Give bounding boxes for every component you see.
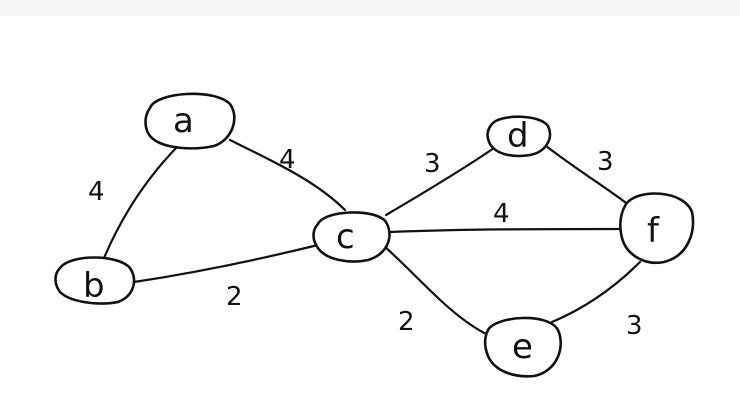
edge-d-f	[544, 144, 632, 208]
edge-e-f	[550, 260, 642, 324]
edge-c-f	[388, 227, 625, 234]
weights-layer: 4 4 2 3 4 2 3 3	[88, 145, 643, 341]
node-c: c	[312, 211, 391, 263]
node-d-label: d	[507, 116, 529, 156]
node-e-circle	[483, 316, 563, 378]
weight-c-d: 3	[424, 149, 441, 179]
node-f: f	[619, 192, 695, 265]
node-d: d	[486, 115, 552, 158]
node-b-circle	[54, 256, 136, 305]
edge-c-e	[382, 244, 490, 337]
node-c-label: c	[336, 217, 355, 257]
node-e-label: e	[512, 327, 533, 367]
node-b: b	[54, 256, 136, 306]
node-f-circle	[619, 192, 695, 265]
edge-c-d	[384, 146, 496, 217]
node-d-circle	[486, 115, 552, 158]
top-band	[0, 0, 740, 16]
weight-c-f: 4	[493, 199, 510, 229]
node-c-circle	[312, 211, 391, 263]
weight-d-f: 3	[597, 147, 614, 177]
node-e: e	[483, 316, 563, 378]
node-a: a	[144, 92, 236, 150]
weight-a-c: 4	[279, 145, 296, 175]
node-a-label: a	[173, 101, 194, 141]
weight-e-f: 3	[626, 311, 643, 341]
weight-b-c: 2	[226, 282, 243, 312]
edges-layer	[102, 138, 642, 337]
node-a-circle	[144, 92, 236, 150]
weight-c-e: 2	[398, 307, 415, 337]
edge-a-c	[228, 138, 347, 212]
edge-a-b	[102, 144, 180, 260]
edge-b-c	[132, 243, 320, 284]
node-f-label: f	[647, 211, 660, 251]
node-b-label: b	[83, 266, 105, 306]
weight-a-b: 4	[88, 177, 105, 207]
